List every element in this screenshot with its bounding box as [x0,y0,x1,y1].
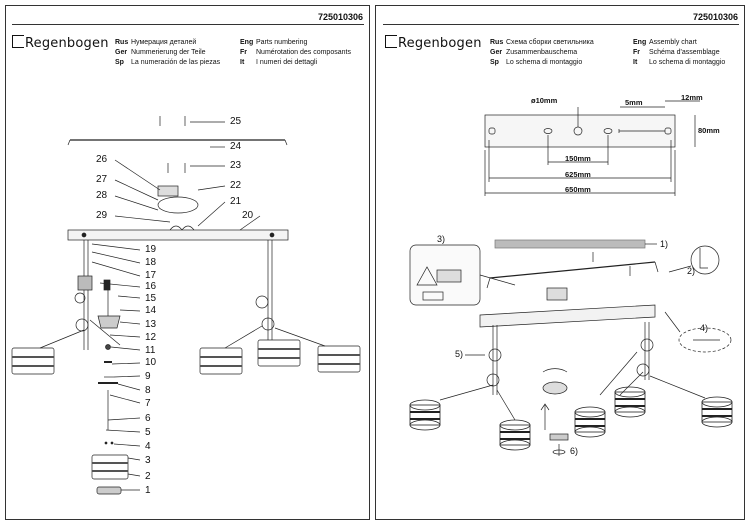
part-number: 12 [145,332,157,343]
brand-name: Regenbogen [398,36,482,51]
step-label: 5) [455,349,464,359]
dim-5mm-label: 5mm [625,98,643,107]
part-number: 23 [230,160,242,171]
header-rule [383,24,739,25]
part-number: 26 [96,154,108,165]
step-label: 3) [437,234,446,244]
logo-mark-icon [385,35,397,48]
dim-12mm-label: 12mm [681,93,703,102]
page-border [5,5,370,520]
part-number: 9 [145,371,151,382]
brand-name: Regenbogen [25,36,109,51]
part-number: 24 [230,141,242,152]
part-number: 25 [230,116,242,127]
part-number: 7 [145,398,151,409]
step-label: 4) [700,323,709,333]
part-number: 17 [145,270,157,281]
part-number: 14 [145,305,157,316]
part-number: 28 [96,190,108,201]
part-number: 18 [145,257,157,268]
part-number: 10 [145,357,157,368]
part-number: 11 [145,345,156,356]
brand-logo: Regenbogen [385,35,482,51]
hole-diameter-label: ø10mm [531,96,558,105]
dim-650mm-label: 650mm [565,185,591,194]
dim-150mm-label: 150mm [565,154,591,163]
part-number: 29 [96,210,108,221]
step-label: 2) [687,266,696,276]
brand-logo: Regenbogen [12,35,109,51]
product-code: 725010306 [692,12,738,22]
assembly-diagram [409,100,733,456]
part-number: 3 [145,455,151,466]
part-number: 2 [145,471,151,482]
part-number: 8 [145,385,151,396]
part-number: 13 [145,319,157,330]
dim-625mm-label: 625mm [565,170,591,179]
exploded-parts-diagram [11,116,361,495]
header-rule [12,24,364,25]
part-number: 6 [145,413,151,424]
part-number: 4 [145,441,151,452]
part-number: 1 [145,485,151,496]
part-number: 21 [230,196,242,207]
part-number: 19 [145,244,157,255]
part-number: 5 [145,427,151,438]
page-border [375,5,745,520]
logo-mark-icon [12,35,24,48]
part-number: 20 [242,210,254,221]
part-number: 22 [230,180,242,191]
step-label: 1) [660,239,669,249]
step-label: 6) [570,446,579,456]
part-number: 15 [145,293,157,304]
dim-80mm-label: 80mm [698,126,720,135]
product-code: 725010306 [317,12,363,22]
part-number: 27 [96,174,108,185]
part-number: 16 [145,281,157,292]
